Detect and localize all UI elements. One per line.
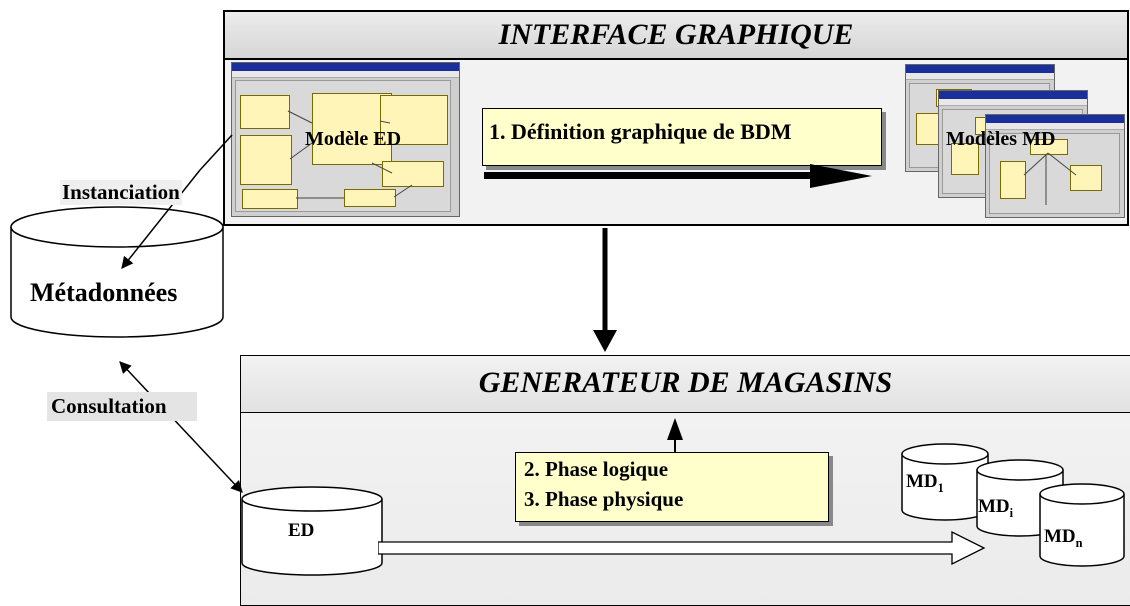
mdn-cylinder [1039,483,1125,567]
interface-header: INTERFACE GRAPHIQUE [225,12,1127,60]
ed-cylinder [241,486,383,576]
ed-to-marts-arrow [378,530,986,566]
metadata-cylinder [10,206,224,338]
md-model-screenshot-3 [985,114,1125,218]
metadata-label: Métadonnées [30,278,178,307]
step2-text: 2. Phase logique [524,457,669,481]
ed-model-label: Modèle ED [305,128,402,150]
steps-note: 2. Phase logique 3. Phase physique [515,452,829,522]
md1-label: MD1 [906,471,944,495]
step1-arrow [484,164,872,188]
consultation-label: Consultation [47,392,197,421]
step1-note: 1. Définition graphique de BDM [482,108,882,166]
consultation-arrow [119,361,243,493]
ed-model-screenshot [231,62,460,217]
generator-header: GENERATEUR DE MAGASINS [241,356,1130,413]
mdi-label: MDi [978,496,1014,520]
step1-text: 1. Définition graphique de BDM [489,119,792,144]
instanciation-label: Instanciation [60,180,182,205]
generator-title: GENERATEUR DE MAGASINS [478,366,893,399]
md-models-label: Modèles MD [946,128,1056,150]
mdn-label: MDn [1044,526,1083,550]
step3-text: 3. Phase physique [524,487,684,511]
ed-label: ED [288,520,315,541]
interface-title: INTERFACE GRAPHIQUE [498,18,854,51]
